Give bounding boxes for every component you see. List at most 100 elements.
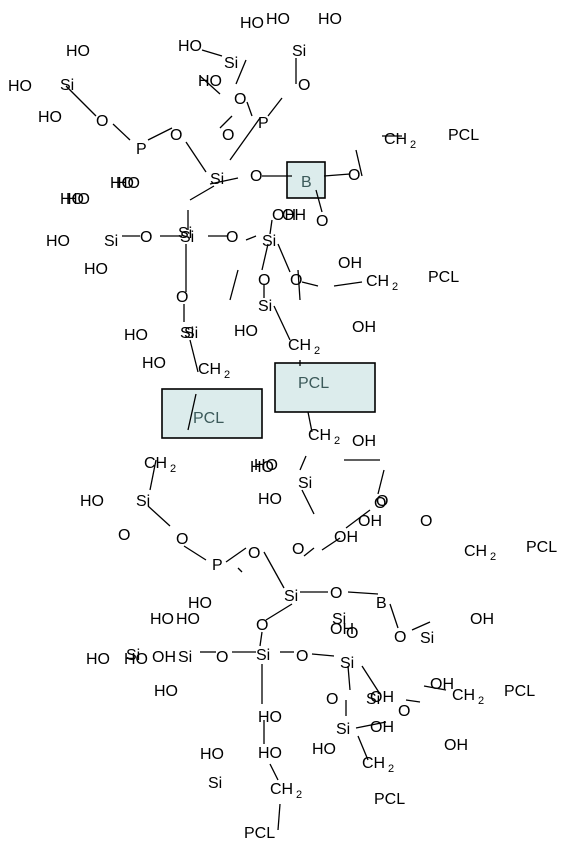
atom-label: O bbox=[298, 77, 310, 94]
bond-line bbox=[269, 219, 273, 235]
atom-label: P bbox=[212, 557, 223, 574]
atom-label: O bbox=[256, 617, 268, 634]
ch2-group-label: CH bbox=[366, 273, 389, 290]
bond-line bbox=[301, 489, 315, 515]
atom-label: OH bbox=[338, 255, 362, 272]
ch2-group-label: CH bbox=[144, 455, 167, 472]
atom-label: O bbox=[226, 229, 238, 246]
pcl-group-label: PCL bbox=[448, 127, 479, 144]
bond-line bbox=[423, 685, 447, 691]
atom-label: O bbox=[326, 691, 338, 708]
atom-label: OH bbox=[272, 207, 296, 224]
atom-label: B bbox=[376, 595, 387, 612]
atom-label: HO bbox=[188, 595, 212, 612]
atom-label: Si bbox=[366, 691, 380, 708]
pcl-group-label: PCL bbox=[244, 825, 275, 842]
atom-label: Si bbox=[284, 588, 298, 605]
bond-line bbox=[297, 269, 301, 301]
subscript-2: 2 bbox=[478, 695, 484, 707]
atom-label: OH bbox=[358, 513, 382, 530]
atom-label: Si bbox=[180, 229, 194, 246]
bond-line bbox=[265, 603, 293, 621]
atom-label: Si bbox=[180, 325, 194, 342]
bond-line bbox=[411, 621, 431, 631]
atom-label: HO bbox=[66, 43, 90, 60]
atom-label: HO bbox=[38, 109, 62, 126]
atom-label: O bbox=[316, 213, 328, 230]
atom-label: P bbox=[136, 141, 147, 158]
ch2-group-label: CH bbox=[362, 755, 385, 772]
atom-label: HO bbox=[234, 323, 258, 340]
atom-label: HO bbox=[312, 741, 336, 758]
ch2-group-label: CH bbox=[464, 543, 487, 560]
atom-label: Si bbox=[258, 298, 272, 315]
bond-line bbox=[269, 763, 279, 781]
bond-line bbox=[189, 339, 199, 373]
bond-line bbox=[263, 551, 285, 589]
atom-label: OH bbox=[334, 529, 358, 546]
atom-label: O bbox=[330, 585, 342, 602]
atom-label: HO bbox=[250, 459, 274, 476]
atom-label: Si bbox=[126, 647, 140, 664]
atom-label: Si bbox=[298, 475, 312, 492]
atom-label: HO bbox=[84, 261, 108, 278]
bond-line bbox=[187, 393, 197, 431]
bond-line bbox=[259, 631, 263, 647]
bond-line bbox=[347, 665, 351, 691]
pcl-group-label: PCL bbox=[526, 539, 557, 556]
bond-line bbox=[333, 281, 363, 287]
bond-line bbox=[323, 173, 351, 177]
atom-label: OH bbox=[430, 676, 454, 693]
atom-label: O bbox=[374, 495, 386, 512]
atom-label: O bbox=[398, 703, 410, 720]
bond-line bbox=[355, 149, 363, 177]
bond-lines bbox=[65, 49, 447, 831]
bond-line bbox=[147, 127, 173, 141]
bond-line bbox=[112, 123, 131, 141]
ch2-group-label: CH bbox=[452, 687, 475, 704]
bond-line bbox=[245, 235, 257, 241]
atom-label: HO bbox=[154, 683, 178, 700]
bond-line bbox=[357, 735, 369, 761]
atom-label: P bbox=[258, 115, 269, 132]
atom-label: O bbox=[176, 289, 188, 306]
atom-label: Si bbox=[336, 721, 350, 738]
atom-label: O bbox=[140, 229, 152, 246]
bond-line bbox=[229, 269, 239, 301]
subscript-2: 2 bbox=[388, 763, 394, 775]
atom-label: HO bbox=[318, 11, 342, 28]
atom-label: Si bbox=[184, 325, 198, 342]
atom-label: O bbox=[118, 527, 130, 544]
subscript-2: 2 bbox=[392, 281, 398, 293]
atom-label: HO bbox=[86, 651, 110, 668]
atom-label: HO bbox=[258, 745, 282, 762]
bond-line bbox=[183, 545, 207, 561]
atom-label: OH bbox=[152, 649, 176, 666]
atom-label: HO bbox=[124, 327, 148, 344]
atom-label: O bbox=[258, 272, 270, 289]
bond-line bbox=[361, 665, 381, 695]
atom-label: Si bbox=[256, 647, 270, 664]
atom-label: O bbox=[248, 545, 260, 562]
atom-label: HO bbox=[258, 709, 282, 726]
atom-label: O bbox=[170, 127, 182, 144]
ch2-group-label: CH bbox=[288, 337, 311, 354]
atom-label: Si bbox=[178, 225, 192, 242]
atom-label: Si bbox=[262, 233, 276, 250]
atom-label: HO bbox=[46, 233, 70, 250]
bond-line bbox=[277, 243, 291, 273]
atom-label: O bbox=[176, 531, 188, 548]
pcl-group-label: PCL bbox=[428, 269, 459, 286]
bond-line bbox=[315, 189, 323, 213]
bond-line bbox=[405, 699, 421, 703]
box-labels: B PCL PCL bbox=[193, 174, 329, 427]
atom-label: HO bbox=[176, 611, 200, 628]
pcl-label-left: PCL bbox=[193, 410, 224, 427]
atom-label: OH bbox=[330, 621, 354, 638]
atom-label: OH bbox=[282, 207, 306, 224]
atom-label: OH bbox=[470, 611, 494, 628]
bond-line bbox=[355, 721, 387, 729]
atom-label: HO bbox=[60, 191, 84, 208]
bond-line bbox=[219, 115, 233, 129]
